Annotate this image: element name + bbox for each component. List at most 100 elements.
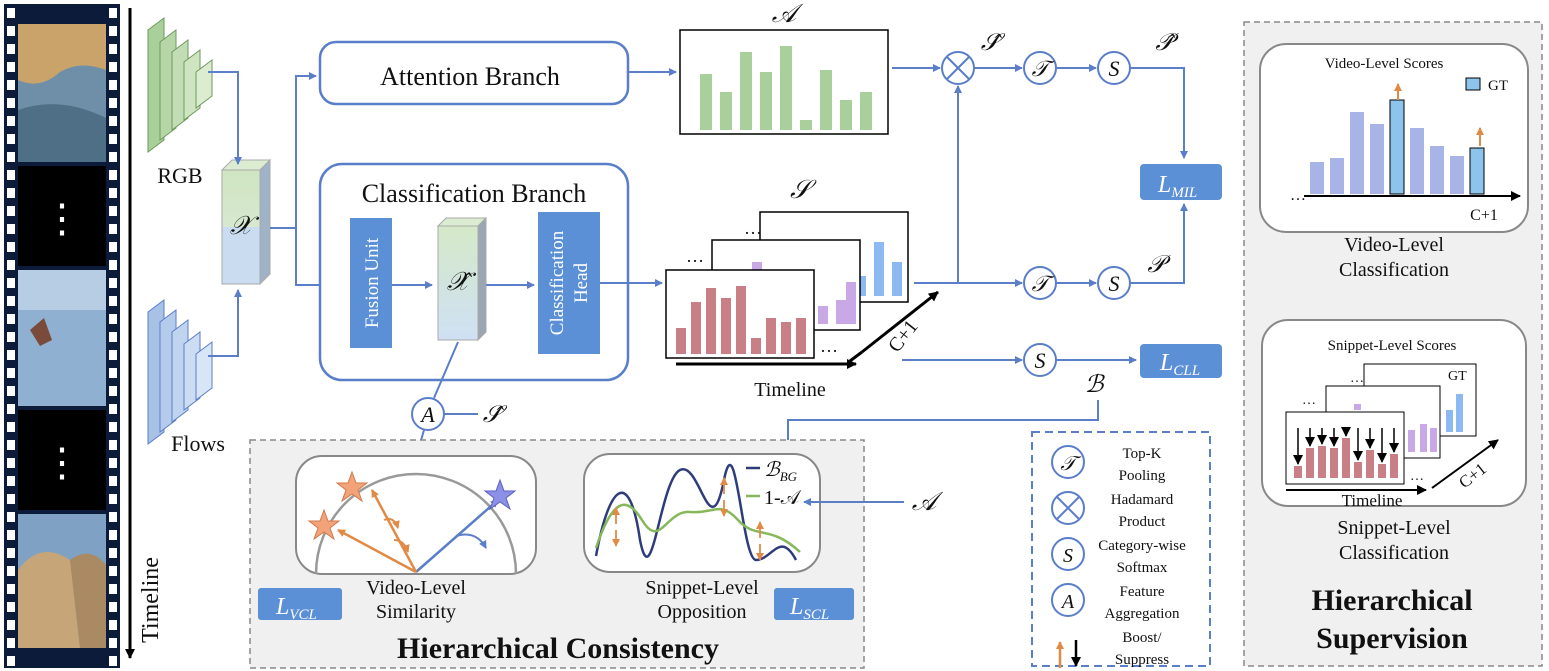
sprocket-hole bbox=[109, 188, 117, 198]
sprocket-hole bbox=[7, 62, 15, 72]
loss-scl-box bbox=[774, 588, 854, 620]
a-label-opposition: 𝒜 bbox=[912, 487, 944, 516]
sprocket-hole bbox=[7, 8, 15, 18]
attention-bar bbox=[820, 70, 832, 130]
loss-mil-box bbox=[1140, 164, 1222, 200]
s-hat-label-top: 𝒮̂ bbox=[981, 30, 1006, 56]
rgb-label: RGB bbox=[157, 163, 202, 188]
sprocket-hole bbox=[7, 116, 15, 126]
sprocket-hole bbox=[7, 656, 15, 666]
sprocket-hole bbox=[7, 458, 15, 468]
snippet-gt-label: GT bbox=[1448, 369, 1467, 384]
gt-score-bar bbox=[1389, 99, 1405, 195]
sprocket-hole bbox=[109, 602, 117, 612]
p-label: 𝒫 bbox=[1147, 252, 1171, 278]
sprocket-hole bbox=[7, 602, 15, 612]
softmax-op-top-label: S bbox=[1109, 56, 1120, 81]
sprocket-hole bbox=[109, 62, 117, 72]
supervision-title-1: Hierarchical bbox=[1311, 584, 1472, 617]
s-symbol-label: 𝒮 bbox=[790, 175, 817, 204]
score-bar bbox=[736, 286, 746, 354]
sprocket-hole bbox=[7, 350, 15, 360]
sprocket-hole bbox=[7, 224, 15, 234]
video-caption-1: Video-Level bbox=[1344, 234, 1444, 256]
sprocket-hole bbox=[109, 458, 117, 468]
video-score-bar bbox=[1410, 128, 1424, 194]
sprocket-hole bbox=[109, 80, 117, 90]
legend-label: Suppress bbox=[1115, 652, 1169, 668]
snippet-timeline-label: Timeline bbox=[1342, 491, 1403, 510]
sprocket-hole bbox=[109, 260, 117, 270]
svg-text:…: … bbox=[1302, 393, 1316, 408]
legend-op-icon bbox=[1051, 445, 1085, 479]
sprocket-hole bbox=[7, 314, 15, 324]
video-score-bar bbox=[1330, 158, 1344, 194]
legend-label: Category-wise bbox=[1098, 538, 1186, 554]
opposition-box bbox=[583, 453, 821, 573]
sprocket-hole bbox=[7, 584, 15, 594]
sprocket-hole bbox=[7, 548, 15, 558]
score-class-label: C+1 bbox=[884, 316, 923, 357]
video-axis-dots: … bbox=[1290, 187, 1306, 204]
score-bar bbox=[796, 318, 806, 354]
sprocket-hole bbox=[109, 314, 117, 324]
sprocket-hole bbox=[7, 188, 15, 198]
sprocket-hole bbox=[109, 422, 117, 432]
sprocket-hole bbox=[7, 206, 15, 216]
sprocket-hole bbox=[7, 332, 15, 342]
attention-bar bbox=[760, 72, 772, 130]
classification-head-label-2: Head bbox=[571, 262, 592, 303]
sprocket-hole bbox=[109, 224, 117, 234]
video-axis-label: C+1 bbox=[1470, 207, 1498, 224]
feature-aggregation-op-label: A bbox=[419, 402, 435, 427]
similarity-caption-2: Similarity bbox=[376, 601, 456, 623]
fusion-unit-block bbox=[350, 218, 392, 348]
legend-label: Feature bbox=[1120, 584, 1165, 600]
classification-branch-label: Classification Branch bbox=[362, 179, 587, 208]
softmax-op-bottom-label: S bbox=[1109, 271, 1120, 296]
video-scores-title: Video-Level Scores bbox=[1325, 56, 1444, 72]
sprocket-hole bbox=[7, 512, 15, 522]
fusion-unit-label: Fusion Unit bbox=[362, 237, 383, 328]
score-class-axis bbox=[861, 290, 939, 354]
legend-op-symbol: S bbox=[1063, 545, 1073, 567]
background-curve bbox=[594, 464, 798, 562]
loss-vcl-box bbox=[258, 588, 342, 620]
p-to-mil-arrow bbox=[1130, 203, 1188, 284]
sprocket-hole bbox=[7, 278, 15, 288]
snippet-score-bar bbox=[1354, 462, 1362, 478]
sprocket-hole bbox=[109, 476, 117, 486]
feature-xhat-block bbox=[436, 216, 488, 342]
frame-black-1 bbox=[18, 166, 106, 266]
sprocket-hole bbox=[109, 638, 117, 648]
attention-bar bbox=[740, 52, 752, 130]
sprocket-hole bbox=[109, 566, 117, 576]
flows-feature-stack bbox=[147, 299, 213, 445]
classification-head-label-1: Classification bbox=[547, 230, 568, 335]
sprocket-hole bbox=[7, 620, 15, 630]
svg-text:…: … bbox=[686, 246, 704, 266]
sprocket-hole bbox=[7, 638, 15, 648]
snippet-score-bar bbox=[1330, 448, 1338, 478]
p-hat-to-mil-arrow bbox=[1130, 67, 1188, 159]
score-bar bbox=[721, 298, 731, 354]
sprocket-hole bbox=[109, 656, 117, 666]
sprocket-hole bbox=[7, 170, 15, 180]
softmax-op-cll-label: S bbox=[1035, 348, 1046, 373]
flows-to-x-arrow bbox=[208, 289, 242, 357]
sprocket-hole bbox=[109, 386, 117, 396]
attention-bar bbox=[840, 100, 852, 130]
sprocket-hole bbox=[109, 584, 117, 594]
attention-bars bbox=[700, 46, 872, 130]
sprocket-hole bbox=[7, 404, 15, 414]
snippet-score-bar bbox=[1306, 448, 1314, 478]
snippet-score-bar bbox=[1318, 446, 1326, 478]
sprocket-hole bbox=[7, 296, 15, 306]
star-orange-2 bbox=[307, 508, 341, 541]
sprocket-hole bbox=[109, 350, 117, 360]
legend-label: Top-K bbox=[1123, 446, 1162, 462]
attention-bar bbox=[800, 120, 812, 130]
sprocket-hole bbox=[109, 530, 117, 540]
sprocket-hole bbox=[7, 80, 15, 90]
